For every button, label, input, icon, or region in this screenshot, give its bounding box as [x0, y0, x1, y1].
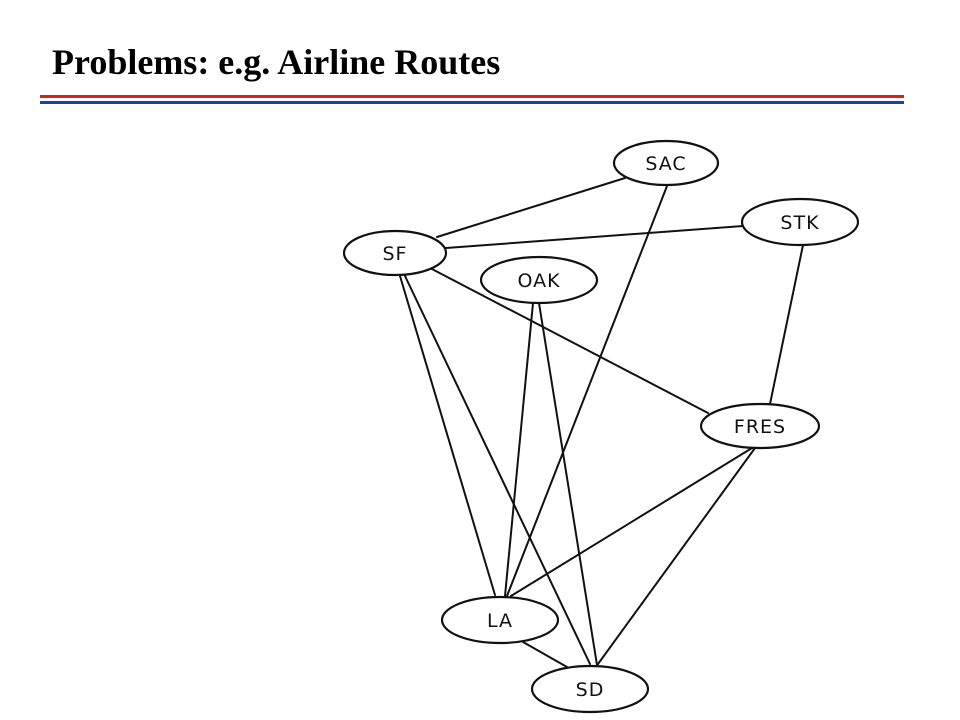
- city-node-label: SD: [576, 679, 605, 701]
- route-edge-sf-stk: [445, 225, 744, 249]
- route-edge-sf-fres: [429, 267, 709, 414]
- city-node-sac: SAC: [612, 139, 720, 187]
- city-node-ellipse: [440, 595, 560, 645]
- title-underline-blue: [40, 101, 904, 104]
- city-node-ellipse: [612, 139, 720, 187]
- city-node-fres: FRES: [699, 402, 821, 450]
- route-edge-sf-sd: [404, 275, 591, 665]
- title-underline-red: [40, 95, 904, 98]
- city-nodes: SAC STK SF OAK FRES LA SD: [342, 139, 860, 714]
- slide-title: Problems: e.g. Airline Routes: [52, 42, 501, 82]
- city-node-label: LA: [487, 610, 513, 632]
- city-node-label: SF: [383, 243, 408, 265]
- route-edge-fres-la: [510, 447, 753, 597]
- route-edge-la-sd: [522, 641, 568, 668]
- city-node-label: OAK: [517, 270, 560, 292]
- city-node-la: LA: [440, 595, 560, 645]
- city-node-oak: OAK: [479, 255, 599, 305]
- route-edge-sf-la: [399, 275, 496, 596]
- city-node-sf: SF: [342, 229, 448, 277]
- city-node-ellipse: [699, 402, 821, 450]
- city-node-label: SAC: [645, 153, 686, 175]
- city-node-sd: SD: [530, 664, 650, 714]
- city-node-stk: STK: [740, 197, 860, 247]
- city-node-ellipse: [740, 197, 860, 247]
- route-edge-sf-sac: [436, 177, 626, 238]
- route-edge-sac-la: [506, 185, 668, 597]
- route-edge-stk-fres: [769, 244, 804, 405]
- city-node-ellipse: [479, 255, 599, 305]
- city-node-label: FRES: [734, 416, 786, 438]
- route-edge-oak-sd: [538, 302, 598, 666]
- route-edge-oak-la: [504, 302, 534, 597]
- city-node-label: STK: [780, 212, 819, 234]
- route-edge-fres-sd: [597, 447, 756, 665]
- city-node-ellipse: [530, 664, 650, 714]
- route-edges: [399, 177, 804, 668]
- city-node-ellipse: [342, 229, 448, 277]
